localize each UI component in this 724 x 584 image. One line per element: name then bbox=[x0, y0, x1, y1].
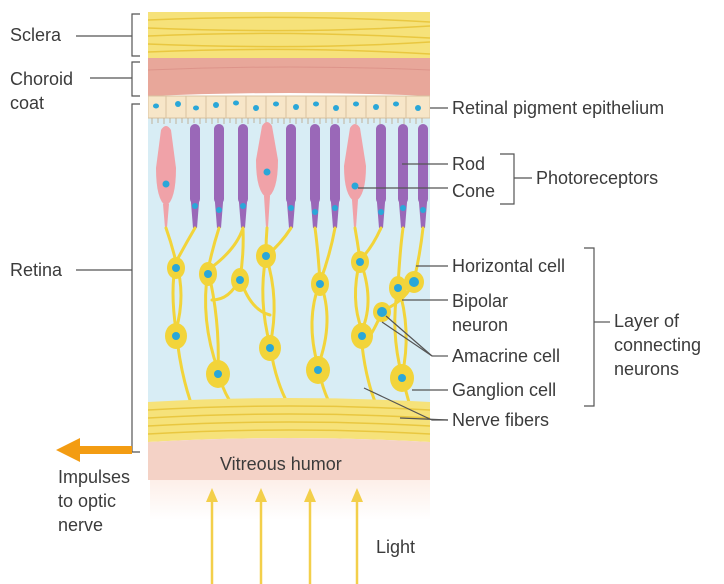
horizontal-cell-body bbox=[404, 271, 424, 293]
ganglion-cell-body bbox=[165, 323, 187, 349]
label-choroid-line2: coat bbox=[10, 92, 44, 114]
label-amacrine-cell: Amacrine cell bbox=[452, 345, 560, 367]
label-impulses-line3: nerve bbox=[58, 514, 103, 536]
label-impulses-line2: to optic bbox=[58, 490, 116, 512]
horizontal-cell-body bbox=[167, 257, 185, 279]
amacrine-cell-body bbox=[373, 302, 391, 322]
label-rod: Rod bbox=[452, 153, 485, 175]
label-light: Light bbox=[376, 536, 415, 558]
label-bipolar-line2: neuron bbox=[452, 314, 508, 336]
nerve-fiber-layer bbox=[148, 398, 430, 442]
label-choroid-line1: Choroid bbox=[10, 68, 73, 90]
label-retinal-pigment-epithelium: Retinal pigment epithelium bbox=[452, 97, 664, 119]
ganglion-cell-body bbox=[390, 364, 414, 392]
label-nerve-fibers: Nerve fibers bbox=[452, 409, 549, 431]
label-cone: Cone bbox=[452, 180, 495, 202]
label-ganglion-cell: Ganglion cell bbox=[452, 379, 556, 401]
choroid-layer bbox=[148, 58, 430, 96]
label-impulses-line1: Impulses bbox=[58, 466, 130, 488]
label-photoreceptors: Photoreceptors bbox=[536, 167, 658, 189]
label-bipolar-line1: Bipolar bbox=[452, 290, 508, 312]
horizontal-cell-body bbox=[351, 251, 369, 273]
bipolar-cell-body bbox=[199, 262, 217, 286]
bipolar-cell-body bbox=[311, 272, 329, 296]
ganglion-cell-body bbox=[306, 356, 330, 384]
label-sclera: Sclera bbox=[10, 24, 61, 46]
label-connecting-line1: Layer of bbox=[614, 310, 679, 332]
ganglion-cell-body bbox=[259, 335, 281, 361]
bipolar-cell-body bbox=[231, 268, 249, 292]
left-brackets bbox=[76, 14, 140, 452]
label-connecting-line3: neurons bbox=[614, 358, 679, 380]
impulse-arrow bbox=[56, 438, 132, 462]
label-connecting-line2: connecting bbox=[614, 334, 701, 356]
ganglion-cell-body bbox=[351, 323, 373, 349]
label-retina: Retina bbox=[10, 259, 62, 281]
label-horizontal-cell: Horizontal cell bbox=[452, 255, 565, 277]
horizontal-cell-body bbox=[256, 244, 276, 268]
ganglion-cell-body bbox=[206, 360, 230, 388]
pigment-epithelium-layer bbox=[148, 96, 430, 118]
label-vitreous-humor: Vitreous humor bbox=[220, 453, 342, 475]
